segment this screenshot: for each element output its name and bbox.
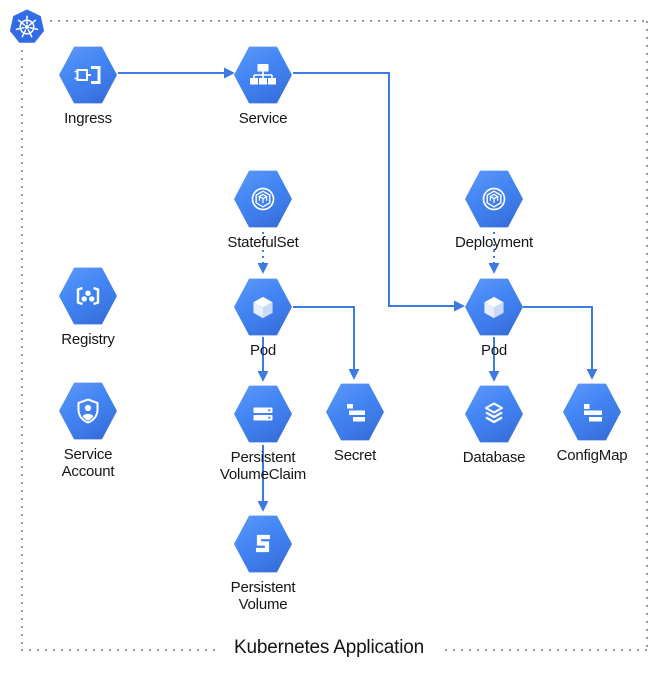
secret-hexagon: [326, 383, 384, 441]
node-label: Persistent Volume: [230, 579, 296, 613]
registry-icon: [76, 286, 100, 306]
kubernetes-logo-icon: [9, 8, 45, 44]
pod-hexagon: [465, 278, 523, 336]
node-registry: Registry: [28, 267, 148, 349]
deployment-hexagon: [465, 170, 523, 228]
service-hexagon: [234, 46, 292, 104]
node-deployment: Deployment: [434, 170, 554, 252]
layers-icon: [485, 402, 503, 424]
pod-cube-icon: [253, 296, 273, 319]
node-label: Persistent VolumeClaim: [219, 449, 307, 483]
registry-hexagon: [59, 267, 117, 325]
boundary-top: [50, 20, 648, 22]
node-label: Pod: [480, 342, 508, 359]
diagram-title: Kubernetes Application: [218, 637, 440, 659]
workload-icon: [482, 187, 506, 211]
node-label: Registry: [61, 331, 115, 348]
node-service-account: Service Account: [28, 382, 148, 481]
configmap-hexagon: [563, 383, 621, 441]
edge-service-pod-right: [293, 72, 465, 312]
ingress-icon: [74, 66, 101, 84]
node-persistent-volumeclaim: Persistent VolumeClaim: [203, 385, 323, 484]
node-label: Pod: [249, 342, 277, 359]
node-label: Secret: [333, 447, 377, 464]
persistent-volume-icon: [256, 534, 270, 553]
service-icon: [250, 64, 276, 85]
ingress-hexagon: [59, 46, 117, 104]
shield-person-icon: [77, 398, 99, 424]
node-pod-right: Pod: [434, 278, 554, 360]
node-service: Service: [203, 46, 323, 128]
pod-cube-icon: [484, 296, 504, 319]
node-label: Service: [238, 110, 288, 127]
configmap-bars-icon: [584, 404, 602, 422]
edge-pod-right-configmap: [523, 306, 598, 380]
node-ingress: Ingress: [28, 46, 148, 128]
pv-hexagon: [234, 515, 292, 573]
node-persistent-volume: Persistent Volume: [203, 515, 323, 614]
boundary-left: [21, 50, 23, 650]
pod-hexagon: [234, 278, 292, 336]
node-label: Database: [462, 449, 526, 466]
node-label: ConfigMap: [556, 447, 628, 464]
edge-pod-left-secret: [293, 306, 360, 380]
statefulset-hexagon: [234, 170, 292, 228]
node-configmap: ConfigMap: [532, 383, 652, 465]
node-label: Ingress: [64, 110, 112, 127]
service-account-hexagon: [59, 382, 117, 440]
volume-claim-icon: [253, 407, 273, 421]
node-pod-left: Pod: [203, 278, 323, 360]
node-secret: Secret: [295, 383, 415, 465]
boundary-right: [646, 21, 648, 650]
workload-icon: [251, 187, 275, 211]
secret-bars-icon: [347, 404, 365, 422]
node-statefulset: StatefulSet: [203, 170, 323, 252]
node-label: Deployment: [454, 234, 534, 251]
pvc-hexagon: [234, 385, 292, 443]
node-database: Database: [434, 385, 554, 467]
database-hexagon: [465, 385, 523, 443]
node-label: Service Account: [61, 446, 115, 480]
node-label: StatefulSet: [227, 234, 299, 251]
